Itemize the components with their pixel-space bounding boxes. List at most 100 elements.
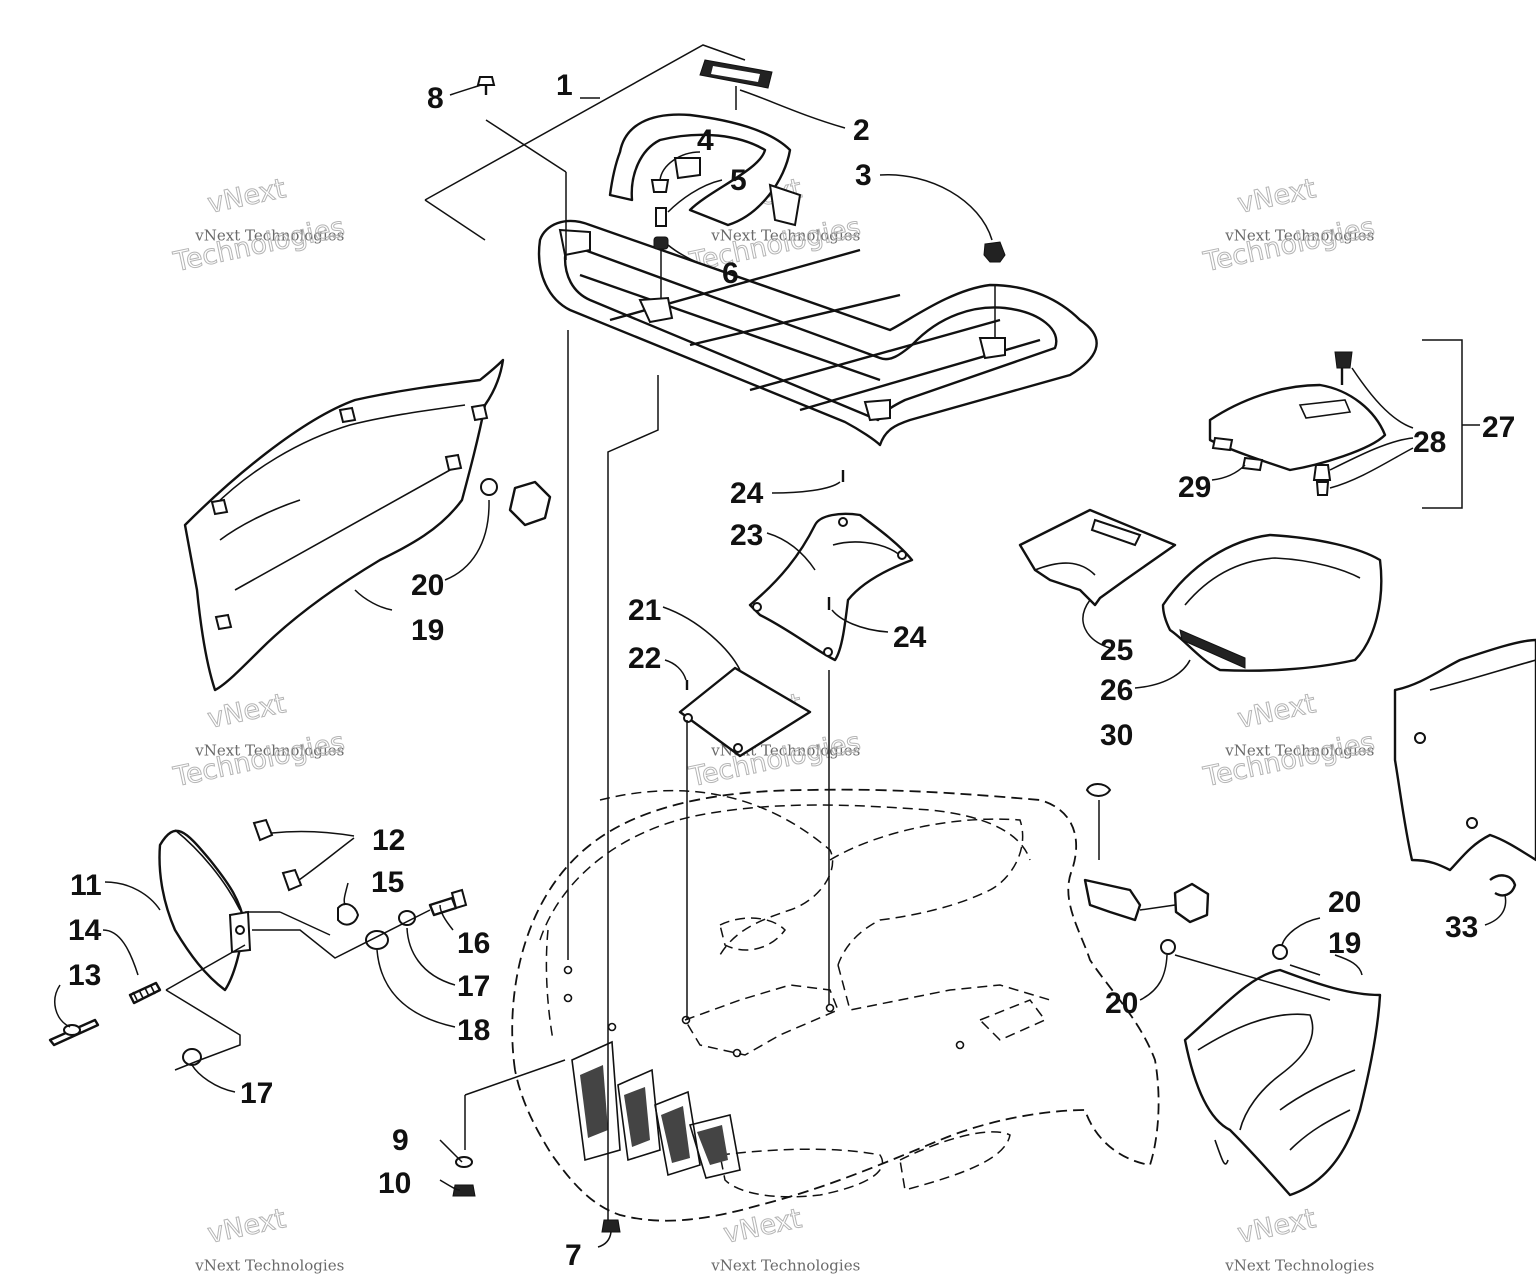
callout-24-upper: 24 [730,477,764,510]
watermark-company: vNext Technologies [194,742,344,760]
left-fender-contour [212,404,466,508]
grille-slot [688,1114,741,1179]
leader-12 [298,837,355,881]
rack-bracket-line [424,44,746,201]
right-side-panel [1393,638,1536,897]
bolt-16 [428,896,458,917]
watermark-brand: vNext [205,173,289,220]
headlight-guide [279,911,331,936]
watermark-word: Technologies [170,727,347,794]
callout-4: 4 [697,124,714,157]
callout-15: 15 [371,866,404,899]
cover-slot [1298,399,1352,419]
push-clip [983,241,1006,263]
cover-tab [1211,436,1234,452]
leader-22 [664,659,687,681]
watermark-company: vNext Technologies [1224,227,1374,245]
leader-2 [739,89,846,129]
callout-18: 18 [457,1014,490,1047]
panel-21 [678,666,812,758]
grille-mesh [661,1106,690,1163]
callout-9: 9 [392,1124,409,1157]
spring [128,981,162,1005]
panel-23-cutout [832,541,901,556]
grommet [1160,939,1176,955]
leader-9 [439,1139,463,1163]
leader-20b [1281,917,1321,946]
leader-29 [1211,464,1246,481]
grille-mesh [697,1125,728,1165]
mount-hole [235,925,245,935]
callout-21: 21 [628,594,661,627]
leader-14 [102,929,139,976]
right-fender-contour [1197,1013,1314,1131]
screw-head [650,179,670,193]
nut [653,236,669,250]
callout-6: 6 [722,257,739,290]
watermark-brand: vNext [1235,173,1319,220]
leader-8 [449,84,482,96]
fender-tab [470,403,489,422]
leader-17b [406,927,456,986]
rack-cross-bar [689,293,901,347]
fender-tab [214,613,233,631]
leader-19b [1334,954,1363,976]
mount-hole [838,517,848,527]
washer-17-guide [165,989,241,1071]
latch-knob [1334,351,1353,369]
rack-mount-tab [558,228,591,257]
leader-13 [54,984,71,1028]
latch-bushing [1312,464,1332,481]
watermark-mid-right: vNext vNext Technologies Technologies [1200,688,1378,794]
rack-mount-tab [863,398,891,422]
body-left-edge [545,929,554,1041]
grommet [365,930,389,950]
decal-lettering [711,66,760,82]
callout-22: 22 [628,642,661,675]
spacer [655,207,667,227]
watermark-brand: vNext [1235,688,1319,735]
leader-12 [271,830,355,837]
rack-assembly [476,59,1098,447]
clip-ring [1489,874,1517,897]
adjuster-screw [252,818,274,842]
body-mount-bracket [1083,878,1142,922]
watermark-word: Technologies [170,212,347,279]
body-right-ridge [829,818,1024,966]
watermark-company: vNext Technologies [194,1257,344,1275]
callout-labels: 1 2 3 4 5 6 7 8 9 10 11 12 13 14 15 16 1… [68,69,1515,1272]
leader-28 [1329,437,1414,471]
bolt-head [476,76,496,86]
watermark-brand: vNext [205,688,289,735]
mount-hole [681,1015,691,1025]
callout-11: 11 [70,869,102,902]
watermark-company: vNext Technologies [710,227,860,245]
callout-10: 10 [378,1167,411,1200]
leader-lines [54,44,1507,1248]
callout-17-upper: 17 [457,970,490,1003]
leader-3 [879,174,993,241]
callout-26: 26 [1100,674,1133,707]
leader-26 [1134,659,1191,689]
grille-slot [571,1040,621,1162]
screw-head [63,1024,81,1036]
nut-7 [601,1219,621,1233]
callout-20-left: 20 [411,569,444,602]
headlight-assembly [48,818,468,1066]
nut-7-guide [607,375,659,1220]
right-fender-body [1183,968,1382,1197]
watermark-company: vNext Technologies [1224,742,1374,760]
mount-hole [1414,732,1426,744]
watermark-bottom-left: vNext vNext Technologies [194,1203,344,1275]
mount-hole [733,743,743,753]
adjuster-screw [281,868,303,892]
callout-5: 5 [730,164,747,197]
callout-2: 2 [853,114,870,147]
grille-mesh [624,1087,650,1147]
panel-23-body [748,512,914,662]
fender-tab [338,406,357,424]
front-body-panel [511,788,1160,1222]
rack-bracket-line [424,199,486,241]
fender-guide [1174,954,1331,1001]
